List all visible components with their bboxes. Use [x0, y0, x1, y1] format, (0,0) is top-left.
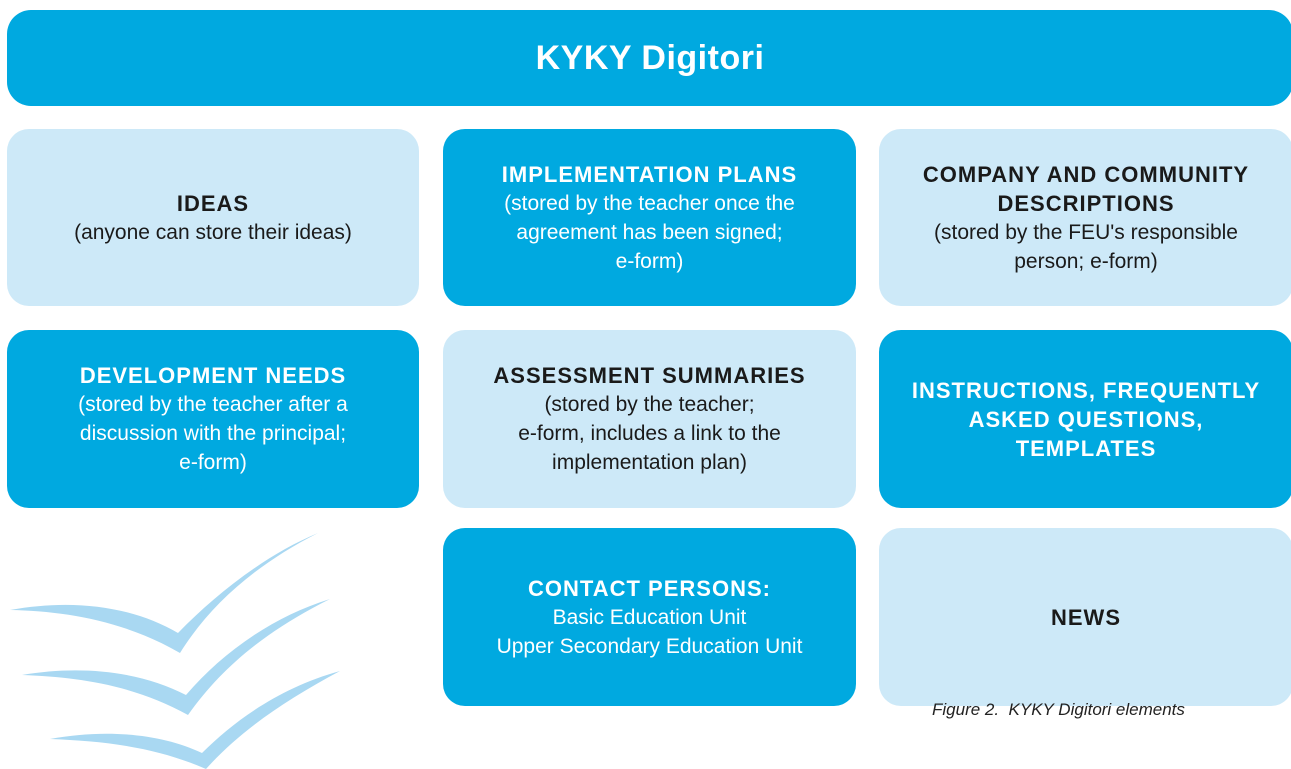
- ideas-box: IDEAS (anyone can store their ideas): [7, 129, 419, 306]
- box-title: CONTACT PERSONS:: [528, 575, 771, 601]
- company-community-descriptions-box: COMPANY AND COMMUNITY DESCRIPTIONS (stor…: [879, 129, 1291, 306]
- news-box: NEWS: [879, 528, 1291, 706]
- box-title: INSTRUCTIONS, FREQUENTLY ASKED QUESTIONS…: [911, 377, 1261, 461]
- box-description: (stored by the teacher once the agreemen…: [504, 191, 795, 273]
- diagram-title: KYKY Digitori: [535, 38, 765, 77]
- box-title: ASSESSMENT SUMMARIES: [493, 363, 806, 388]
- box-title: DEVELOPMENT NEEDS: [79, 363, 347, 388]
- contact-persons-box: CONTACT PERSONS: Basic Education Unit Up…: [443, 528, 856, 706]
- checkmark-icon: [10, 533, 318, 653]
- development-needs-box: DEVELOPMENT NEEDS (stored by the teacher…: [7, 330, 419, 508]
- assessment-summaries-box: ASSESSMENT SUMMARIES (stored by the teac…: [443, 330, 856, 508]
- box-description: (stored by the FEU's responsible person;…: [934, 220, 1238, 273]
- checkmarks-icon: [10, 533, 340, 769]
- instructions-faq-templates-box: INSTRUCTIONS, FREQUENTLY ASKED QUESTIONS…: [879, 330, 1291, 508]
- box-title: NEWS: [1051, 604, 1121, 630]
- box-description: (stored by the teacher after a discussio…: [78, 393, 348, 474]
- box-title: IMPLEMENTATION PLANS: [501, 161, 798, 187]
- checkmark-icon: [50, 671, 340, 769]
- box-description: (stored by the teacher; e-form, includes…: [518, 393, 781, 474]
- box-description: (anyone can store their ideas): [74, 220, 352, 244]
- implementation-plans-box: IMPLEMENTATION PLANS (stored by the teac…: [443, 129, 856, 306]
- figure-caption: Figure 2. KYKY Digitori elements: [932, 700, 1185, 719]
- title-banner: KYKY Digitori: [7, 10, 1291, 106]
- box-title: IDEAS: [176, 190, 250, 216]
- checkmark-icon: [22, 599, 330, 715]
- box-description: Basic Education Unit Upper Secondary Edu…: [496, 605, 803, 658]
- box-title: COMPANY AND COMMUNITY DESCRIPTIONS: [922, 161, 1250, 216]
